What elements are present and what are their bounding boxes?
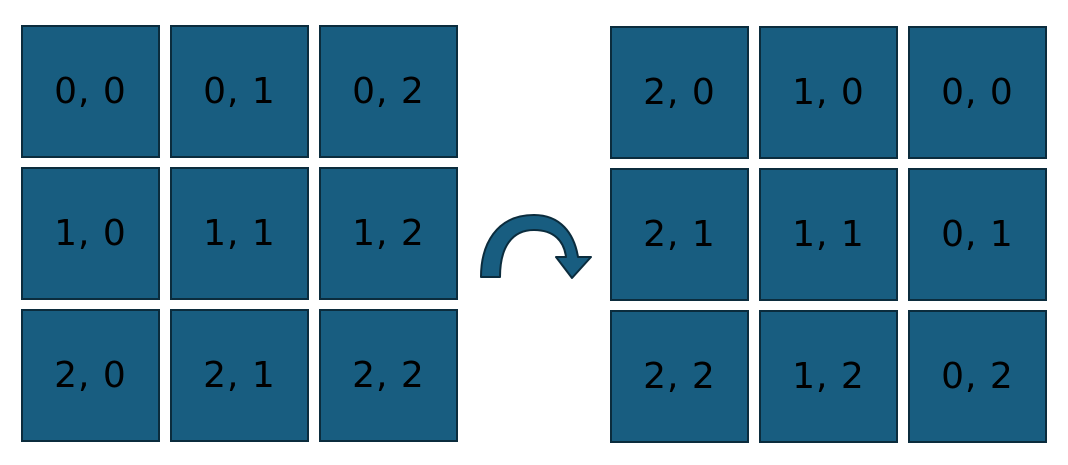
grid-cell: 0, 2 — [908, 310, 1047, 443]
grid-cell: 1, 0 — [21, 167, 160, 300]
grid-cell: 1, 2 — [319, 167, 458, 300]
curved-arrow-clockwise-icon — [480, 214, 592, 279]
grid-cell: 0, 0 — [21, 25, 160, 158]
grid-cell: 0, 1 — [170, 25, 309, 158]
grid-cell: 2, 1 — [610, 168, 749, 301]
original-grid: 0, 0 0, 1 0, 2 1, 0 1, 1 1, 2 2, 0 2, 1 … — [21, 25, 458, 442]
grid-cell: 2, 0 — [21, 309, 160, 442]
grid-cell: 2, 2 — [610, 310, 749, 443]
grid-cell: 2, 1 — [170, 309, 309, 442]
grid-cell: 0, 1 — [908, 168, 1047, 301]
grid-cell: 2, 2 — [319, 309, 458, 442]
grid-cell: 2, 0 — [610, 26, 749, 159]
grid-cell: 1, 1 — [170, 167, 309, 300]
grid-cell: 0, 0 — [908, 26, 1047, 159]
grid-cell: 1, 0 — [759, 26, 898, 159]
arrow-body — [480, 214, 592, 279]
grid-cell: 0, 2 — [319, 25, 458, 158]
grid-cell: 1, 2 — [759, 310, 898, 443]
grid-cell: 1, 1 — [759, 168, 898, 301]
rotated-grid: 2, 0 1, 0 0, 0 2, 1 1, 1 0, 1 2, 2 1, 2 … — [610, 26, 1047, 443]
